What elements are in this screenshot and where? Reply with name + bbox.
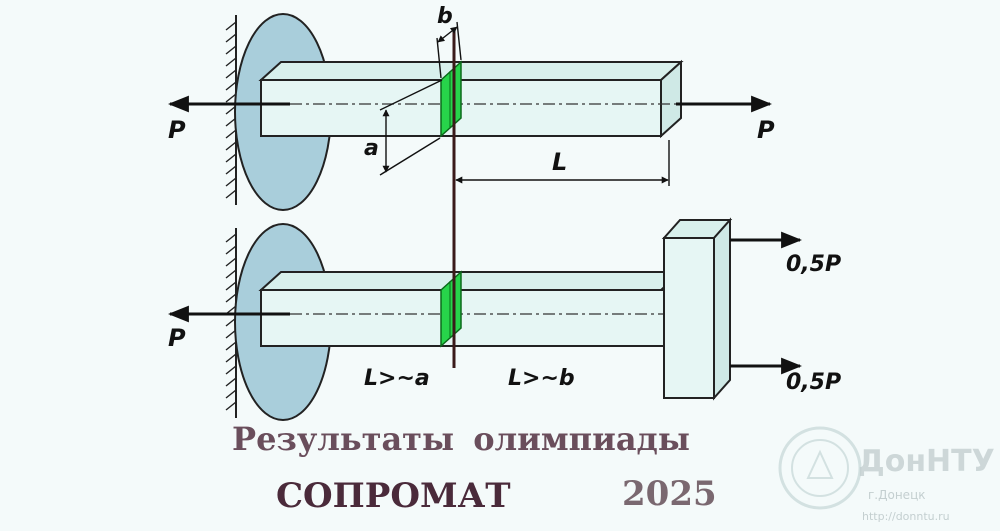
subject-title: СОПРОМАТ (276, 476, 511, 516)
bottom-beam (258, 271, 684, 347)
top-section-highlight (440, 60, 462, 138)
dimension-a (379, 79, 443, 176)
watermark-city: г.Донецк (868, 488, 926, 502)
end-block (661, 217, 733, 401)
dimension-a-label: a (364, 136, 379, 161)
dimension-L-label: L (552, 148, 568, 176)
top-force-right-label: P (757, 116, 775, 144)
dimension-L (455, 140, 670, 186)
dimension-b (436, 21, 462, 79)
year-title: 2025 (622, 474, 717, 514)
results-title: Результаты олимпиады (232, 420, 690, 458)
condition-left-label: L>~a (364, 366, 430, 391)
top-force-left-label: P (168, 116, 186, 144)
top-beam (258, 59, 684, 139)
dimension-b-label: b (437, 4, 453, 29)
watermark-brand: ДонНТУ (858, 444, 995, 479)
bottom-force-right-bottom-label: 0,5P (786, 370, 842, 395)
watermark-logo (778, 426, 862, 510)
watermark-url: http://donntu.ru (862, 510, 950, 523)
bottom-force-left-label: P (168, 324, 186, 352)
condition-right-label: L>~b (508, 366, 575, 391)
bottom-force-right-top-label: 0,5P (786, 252, 842, 277)
